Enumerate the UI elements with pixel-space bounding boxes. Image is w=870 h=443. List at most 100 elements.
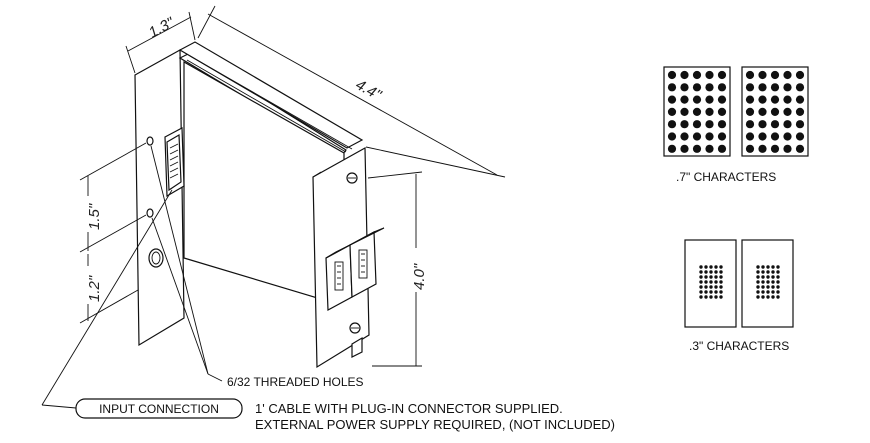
matrix-dot xyxy=(761,295,765,299)
large-characters-caption: .7" CHARACTERS xyxy=(676,170,776,184)
matrix-dot xyxy=(745,107,755,116)
matrix-dot xyxy=(745,132,755,141)
device-drawing xyxy=(134,41,385,369)
matrix-dot xyxy=(709,285,713,289)
matrix-dot xyxy=(714,265,718,269)
matrix-dot xyxy=(714,290,718,294)
plug-in-connector xyxy=(325,227,385,311)
matrix-dot xyxy=(745,144,755,153)
matrix-dot xyxy=(705,132,714,141)
matrix-dot xyxy=(692,132,702,141)
matrix-dot xyxy=(770,132,780,141)
hole-offset-dimension-label: 1.2" xyxy=(86,275,103,302)
matrix-dot xyxy=(756,275,760,279)
matrix-dot xyxy=(795,132,805,141)
matrix-dot xyxy=(705,83,714,92)
large-dot-matrix xyxy=(667,70,805,153)
matrix-dot xyxy=(709,290,713,294)
matrix-dot xyxy=(717,132,727,141)
small-characters-caption: .3" CHARACTERS xyxy=(689,339,789,353)
matrix-dot xyxy=(717,83,727,92)
matrix-dot xyxy=(692,144,702,153)
matrix-dot xyxy=(717,95,727,104)
matrix-dot xyxy=(692,95,702,104)
matrix-dot xyxy=(704,295,708,299)
matrix-dot xyxy=(667,120,677,129)
top-surface xyxy=(178,41,364,149)
matrix-dot xyxy=(766,280,770,284)
matrix-dot xyxy=(795,120,805,129)
matrix-dot xyxy=(699,285,703,289)
matrix-dot xyxy=(704,265,708,269)
matrix-dot xyxy=(745,95,755,104)
matrix-dot xyxy=(667,144,677,153)
matrix-dot xyxy=(776,275,780,279)
matrix-dot xyxy=(667,95,677,104)
matrix-dot xyxy=(709,270,713,274)
matrix-dot xyxy=(756,270,760,274)
matrix-dot xyxy=(770,83,780,92)
matrix-dot xyxy=(771,280,775,284)
matrix-dot xyxy=(699,275,703,279)
matrix-dot xyxy=(745,70,755,80)
matrix-dot xyxy=(766,275,770,279)
matrix-dot xyxy=(783,132,792,141)
matrix-dot xyxy=(756,285,760,289)
matrix-dot xyxy=(667,107,677,116)
matrix-dot xyxy=(795,83,805,92)
matrix-dot xyxy=(699,290,703,294)
matrix-dot xyxy=(680,144,689,153)
character-samples: .7" CHARACTERS .3" CHARACTERS xyxy=(663,66,809,353)
matrix-dot xyxy=(783,70,792,80)
matrix-dot xyxy=(667,83,677,92)
matrix-dot xyxy=(756,290,760,294)
matrix-dot xyxy=(795,107,805,116)
matrix-dot xyxy=(714,295,718,299)
matrix-dot xyxy=(699,280,703,284)
matrix-dot xyxy=(719,275,723,279)
matrix-dot xyxy=(680,83,689,92)
matrix-dot xyxy=(699,270,703,274)
matrix-dot xyxy=(758,70,767,80)
matrix-dot xyxy=(761,285,765,289)
hole-spacing-dimension-label: 1.5" xyxy=(86,203,103,230)
matrix-dot xyxy=(770,120,780,129)
matrix-dot xyxy=(795,144,805,153)
matrix-dot xyxy=(717,144,727,153)
threaded-holes-label: 6/32 THREADED HOLES xyxy=(227,375,364,389)
matrix-dot xyxy=(719,290,723,294)
matrix-dot xyxy=(714,280,718,284)
matrix-dot xyxy=(761,270,765,274)
matrix-dot xyxy=(758,132,767,141)
matrix-dot xyxy=(770,144,780,153)
matrix-dot xyxy=(709,265,713,269)
input-connection-box xyxy=(75,398,243,419)
matrix-dot xyxy=(771,295,775,299)
matrix-dot xyxy=(766,270,770,274)
matrix-dot xyxy=(771,275,775,279)
matrix-dot xyxy=(756,280,760,284)
matrix-dot xyxy=(709,275,713,279)
matrix-dot xyxy=(717,70,727,80)
matrix-dot xyxy=(667,70,677,80)
matrix-dot xyxy=(709,280,713,284)
matrix-dot xyxy=(667,132,677,141)
matrix-dot xyxy=(771,265,775,269)
matrix-dot xyxy=(709,295,713,299)
matrix-dot xyxy=(776,270,780,274)
matrix-dot xyxy=(680,132,689,141)
matrix-dot xyxy=(783,95,792,104)
matrix-dot xyxy=(758,144,767,153)
matrix-dot xyxy=(680,70,689,80)
matrix-dot xyxy=(745,120,755,129)
matrix-dot xyxy=(783,120,792,129)
matrix-dot xyxy=(776,285,780,289)
matrix-dot xyxy=(705,70,714,80)
matrix-dot xyxy=(776,295,780,299)
matrix-dot xyxy=(771,270,775,274)
matrix-dot xyxy=(714,270,718,274)
matrix-dot xyxy=(758,107,767,116)
matrix-dot xyxy=(776,265,780,269)
faceplate-tab xyxy=(351,336,363,358)
